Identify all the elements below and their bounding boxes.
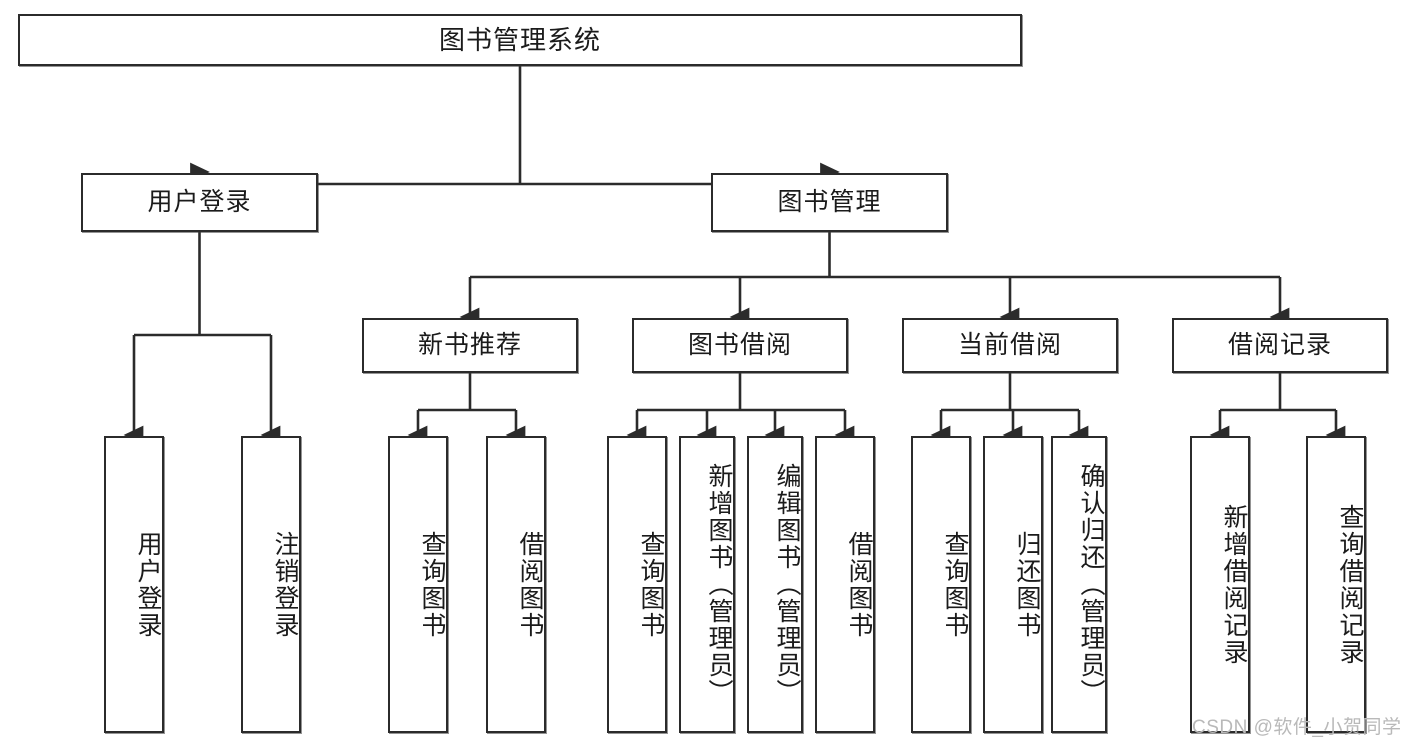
node-leaf-logout[interactable]: 注销登录 <box>241 436 301 733</box>
node-leaf-borrow-book-2-label: 借阅图书 <box>845 530 873 639</box>
node-leaf-add-book[interactable]: 新增图书（管理员） <box>679 436 735 733</box>
node-leaf-confirm-return-label: 确认归还（管理员） <box>1077 463 1105 706</box>
node-leaf-return-book-label: 归还图书 <box>1013 530 1041 639</box>
node-leaf-query-record-label: 查询借阅记录 <box>1336 503 1364 666</box>
node-new-book-rec[interactable]: 新书推荐 <box>362 318 578 373</box>
node-root-label: 图书管理系统 <box>438 24 601 55</box>
node-leaf-query-book-2[interactable]: 查询图书 <box>607 436 667 733</box>
node-leaf-edit-book-label: 编辑图书（管理员） <box>773 463 801 706</box>
node-root[interactable]: 图书管理系统 <box>18 14 1022 66</box>
node-borrow-record[interactable]: 借阅记录 <box>1172 318 1388 373</box>
node-leaf-query-book-1-label: 查询图书 <box>418 530 446 639</box>
node-book-manage[interactable]: 图书管理 <box>711 173 948 232</box>
node-leaf-logout-label: 注销登录 <box>271 530 299 639</box>
node-leaf-return-book[interactable]: 归还图书 <box>983 436 1043 733</box>
node-leaf-add-record-label: 新增借阅记录 <box>1220 503 1248 666</box>
node-book-manage-label: 图书管理 <box>777 187 882 216</box>
node-leaf-query-book-2-label: 查询图书 <box>637 530 665 639</box>
node-leaf-borrow-book-1-label: 借阅图书 <box>516 530 544 639</box>
node-leaf-query-book-1[interactable]: 查询图书 <box>388 436 448 733</box>
node-leaf-query-book-3[interactable]: 查询图书 <box>911 436 971 733</box>
node-leaf-query-record[interactable]: 查询借阅记录 <box>1306 436 1366 733</box>
node-leaf-query-book-3-label: 查询图书 <box>941 530 969 639</box>
node-leaf-confirm-return[interactable]: 确认归还（管理员） <box>1051 436 1107 733</box>
node-new-book-rec-label: 新书推荐 <box>417 330 522 359</box>
node-user-login-label: 用户登录 <box>147 187 252 216</box>
node-leaf-borrow-book-1[interactable]: 借阅图书 <box>486 436 546 733</box>
node-leaf-borrow-book-2[interactable]: 借阅图书 <box>815 436 875 733</box>
node-leaf-add-book-label: 新增图书（管理员） <box>705 463 733 706</box>
node-book-borrow-label: 图书借阅 <box>687 330 792 359</box>
csdn-watermark: CSDN @软件_小贺同学 <box>1192 717 1402 738</box>
node-book-borrow[interactable]: 图书借阅 <box>632 318 848 373</box>
node-borrow-record-label: 借阅记录 <box>1227 330 1332 359</box>
node-user-login[interactable]: 用户登录 <box>81 173 318 232</box>
node-current-borrow[interactable]: 当前借阅 <box>902 318 1118 373</box>
node-leaf-user-login[interactable]: 用户登录 <box>104 436 164 733</box>
node-leaf-user-login-label: 用户登录 <box>134 530 162 639</box>
node-current-borrow-label: 当前借阅 <box>957 330 1062 359</box>
node-leaf-add-record[interactable]: 新增借阅记录 <box>1190 436 1250 733</box>
node-leaf-edit-book[interactable]: 编辑图书（管理员） <box>747 436 803 733</box>
